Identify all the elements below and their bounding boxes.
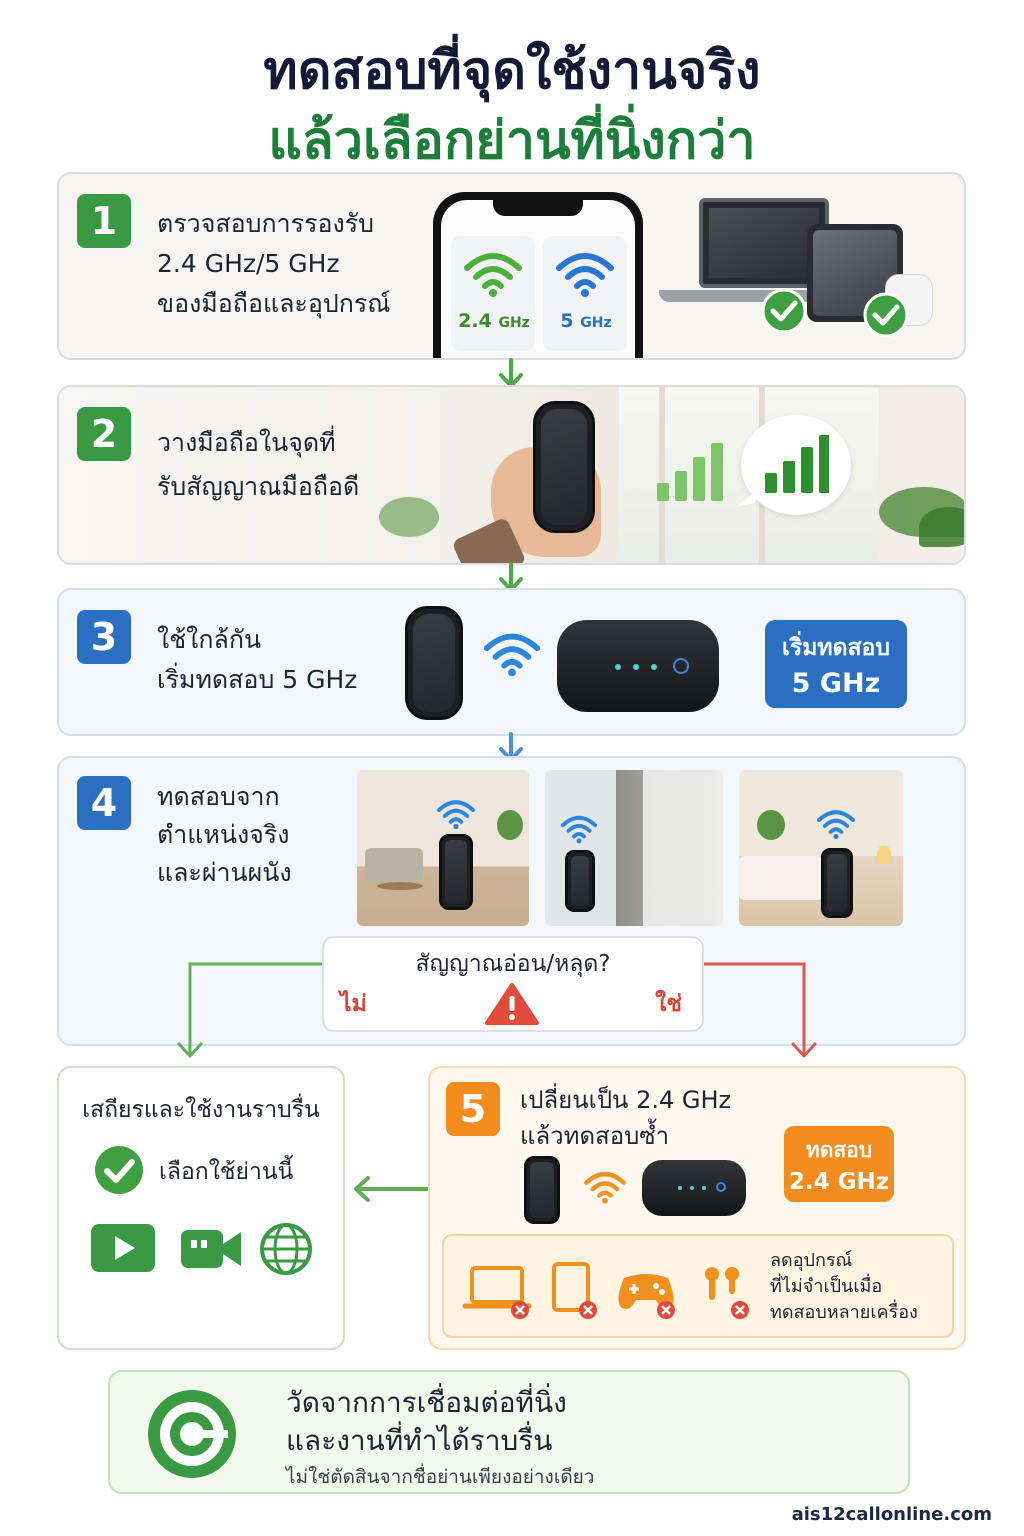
signal-bubble xyxy=(741,415,851,515)
globe-icon xyxy=(260,1223,312,1275)
signal-question-text: สัญญาณอ่อน/หลุด? xyxy=(415,951,611,977)
step-5-card: 5 เปลี่ยนเป็น 2.4 GHz แล้วทดสอบซ้ำ ทดสอบ… xyxy=(428,1066,966,1350)
stable-title: เสถียรและใช้งานราบรื่น xyxy=(82,1097,320,1123)
step-4-text: ทดสอบจาก ตำแหน่งจริง และผ่านผนัง xyxy=(157,778,292,892)
stable-card: เสถียรและใช้งานราบรื่น เลือกใช้ย่านนี้ xyxy=(57,1066,345,1350)
step-3-card: 3 ใช้ใกล้กัน เริ่มทดสอบ 5 GHz เริ่มทดสอบ… xyxy=(57,588,966,736)
laptop-check-icon xyxy=(761,288,807,334)
choose-band-text: เลือกใช้ย่านนี้ xyxy=(159,1159,294,1185)
check-circle-icon xyxy=(95,1146,143,1194)
title-line-2: แล้วเลือกย่านที่นิ่งกว่า xyxy=(268,111,756,171)
band-24-label: 2.4 GHz xyxy=(458,310,530,332)
start-5ghz-line-1: เริ่มทดสอบ xyxy=(782,635,890,661)
summary-line-1: วัดจากการเชื่อมต่อที่นิ่ง xyxy=(286,1386,567,1419)
video-play-icon xyxy=(91,1224,155,1272)
no-label: ไม่ xyxy=(340,991,367,1017)
wifi-blue-icon xyxy=(556,253,614,297)
yes-branch-arrow xyxy=(704,962,817,1058)
start-5ghz-badge: เริ่มทดสอบ 5 GHz xyxy=(765,620,907,708)
summary-line-2: และงานที่ทำได้ราบรื่น xyxy=(286,1424,553,1457)
living-room-photo xyxy=(357,770,529,926)
wifi-blue-icon xyxy=(436,800,476,830)
reduce-devices-panel: ลดอุปกรณ์ ที่ไม่จำเป็นเมื่อ ทดสอบหลายเคร… xyxy=(442,1234,954,1338)
through-wall-photo xyxy=(545,770,723,926)
test-24ghz-line-1: ทดสอบ xyxy=(805,1138,873,1162)
reduce-line-2: ที่ไม่จำเป็นเมื่อ xyxy=(770,1276,883,1297)
step-5-number: 5 xyxy=(446,1082,500,1136)
tablet-check-icon xyxy=(863,292,909,338)
bubble-tail xyxy=(735,489,759,507)
tablet-off-icon xyxy=(552,1262,597,1319)
step-4-line-1: ทดสอบจาก xyxy=(157,782,280,811)
step-1-line-1: ตรวจสอบการรองรับ xyxy=(157,209,375,238)
phone-illustration xyxy=(533,401,595,533)
step-4-line-3: และผ่านผนัง xyxy=(157,858,292,887)
video-call-icon xyxy=(181,1230,241,1268)
title-line-1: ทดสอบที่จุดใช้งานจริง xyxy=(263,41,761,101)
step-1-card: 1 ตรวจสอบการรองรับ 2.4 GHz/5 GHz ของมือถ… xyxy=(57,172,966,360)
laptop-off-icon xyxy=(462,1266,532,1319)
wifi-blue-icon xyxy=(560,815,598,844)
signal-bars-icon xyxy=(657,443,723,501)
no-branch-arrow xyxy=(177,962,322,1058)
test-24ghz-badge: ทดสอบ 2.4 GHz xyxy=(784,1126,894,1202)
step-1-line-3: ของมือถือและอุปกรณ์ xyxy=(157,289,391,318)
warning-icon xyxy=(485,983,539,1025)
arrow-left-icon xyxy=(354,1176,430,1202)
phone-illustration xyxy=(524,1156,560,1224)
target-icon xyxy=(148,1390,236,1478)
step-2-line-2: รับสัญญาณมือถือดี xyxy=(157,472,360,501)
test-24ghz-line-2: 2.4 GHz xyxy=(788,1169,890,1195)
reduce-line-1: ลดอุปกรณ์ xyxy=(770,1250,853,1271)
step-2-number: 2 xyxy=(77,407,131,461)
signal-question-box: สัญญาณอ่อน/หลุด? ไม่ ใช่ xyxy=(322,936,704,1032)
strong-signal-icon xyxy=(765,435,829,493)
yes-label: ใช่ xyxy=(655,991,682,1017)
step-3-number: 3 xyxy=(77,610,131,664)
step-5-line-2: แล้วทดสอบซ้ำ xyxy=(520,1122,670,1150)
summary-card: วัดจากการเชื่อมต่อที่นิ่ง และงานที่ทำได้… xyxy=(108,1370,910,1494)
wifi-orange-icon xyxy=(584,1171,626,1204)
step-2-card: 2 วางมือถือในจุดที่ รับสัญญาณมือถือดี xyxy=(57,385,966,565)
step-4-number: 4 xyxy=(77,776,131,830)
step-3-line-2: เริ่มทดสอบ 5 GHz xyxy=(157,665,358,694)
wifi-blue-icon xyxy=(483,633,541,677)
gamepad-off-icon xyxy=(618,1274,675,1319)
reduce-line-3: ทดสอบหลายเครื่อง xyxy=(770,1302,918,1323)
phone-illustration xyxy=(405,606,463,720)
step-5-text: เปลี่ยนเป็น 2.4 GHz แล้วทดสอบซ้ำ xyxy=(520,1082,731,1154)
bedroom-photo xyxy=(739,770,903,926)
step-1-text: ตรวจสอบการรองรับ 2.4 GHz/5 GHz ของมือถือ… xyxy=(157,204,390,324)
phone-band-support-illustration: 2.4 GHz 5 GHz xyxy=(433,192,643,358)
step-3-line-1: ใช้ใกล้กัน xyxy=(157,625,262,654)
step-3-text: ใช้ใกล้กัน เริ่มทดสอบ 5 GHz xyxy=(157,620,357,700)
reduce-devices-text: ลดอุปกรณ์ ที่ไม่จำเป็นเมื่อ ทดสอบหลายเคร… xyxy=(770,1248,918,1326)
wifi-green-icon xyxy=(464,253,522,297)
step-1-number: 1 xyxy=(77,194,131,248)
wifi-blue-icon xyxy=(816,810,856,840)
footer-website[interactable]: ais12callonline.com xyxy=(791,1504,992,1525)
start-5ghz-line-2: 5 GHz xyxy=(791,668,881,699)
step-2-line-1: วางมือถือในจุดที่ xyxy=(157,428,336,457)
router-illustration xyxy=(557,620,719,712)
step-2-text: วางมือถือในจุดที่ รับสัญญาณมือถือดี xyxy=(157,421,359,509)
earbuds-off-icon xyxy=(705,1267,749,1319)
step-4-line-2: ตำแหน่งจริง xyxy=(157,820,290,849)
step-5-line-1: เปลี่ยนเป็น 2.4 GHz xyxy=(520,1086,732,1114)
summary-text: วัดจากการเชื่อมต่อที่นิ่ง และงานที่ทำได้… xyxy=(286,1384,567,1460)
summary-line-3: ไม่ใช่ตัดสินจากชื่อย่านเพียงอย่างเดียว xyxy=(286,1466,595,1488)
router-illustration xyxy=(642,1160,746,1216)
step-1-line-2: 2.4 GHz/5 GHz xyxy=(157,249,340,278)
band-5-label: 5 GHz xyxy=(560,310,612,332)
